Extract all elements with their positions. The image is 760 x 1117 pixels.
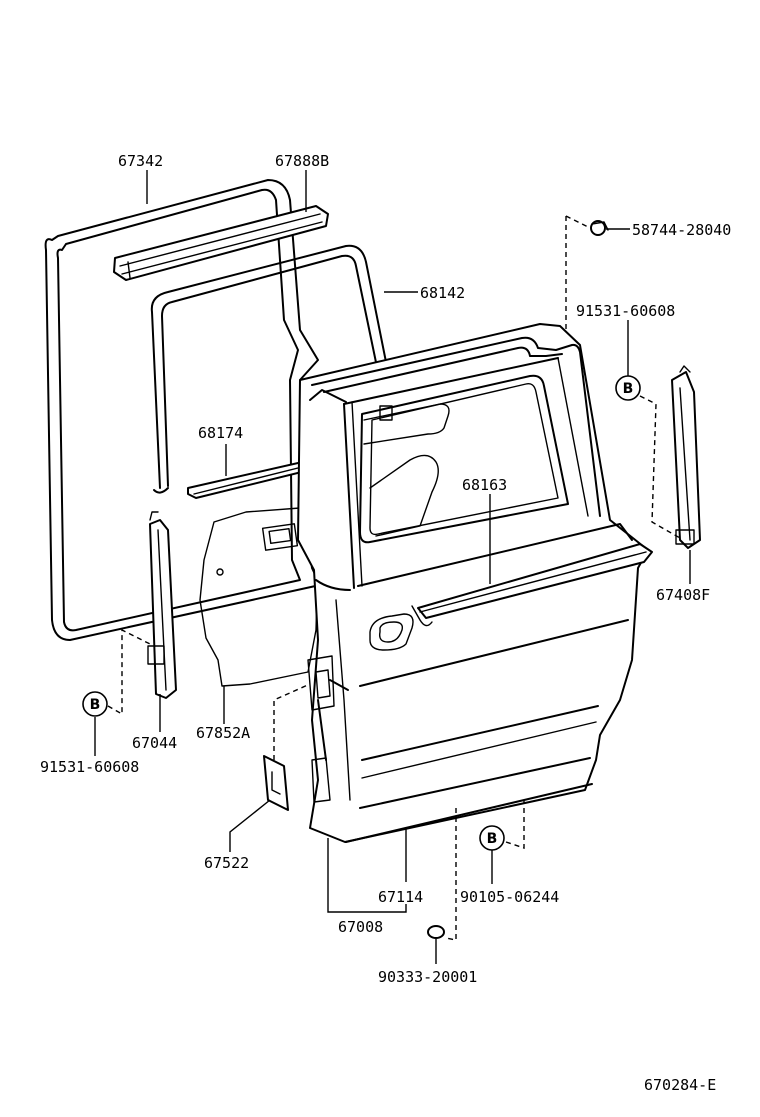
label-67522: 67522 xyxy=(204,854,249,872)
callout-b-left: B xyxy=(82,691,108,717)
svg-text:B: B xyxy=(623,381,634,397)
label-67888b: 67888B xyxy=(275,152,329,170)
label-91531-60608-bottom: 91531-60608 xyxy=(40,758,139,776)
label-67852a: 67852A xyxy=(196,724,250,742)
label-68163: 68163 xyxy=(462,476,507,494)
division-bar-67044 xyxy=(147,511,177,699)
plug-90333-20001 xyxy=(427,925,445,939)
division-bar-67408f xyxy=(671,365,701,549)
svg-text:B: B xyxy=(90,697,101,713)
label-67114: 67114 xyxy=(378,888,423,906)
label-68174: 68174 xyxy=(198,424,243,442)
label-67008: 67008 xyxy=(338,918,383,936)
run-channel-67888b xyxy=(113,205,329,281)
hinge-cover-67522 xyxy=(263,755,289,811)
label-67342: 67342 xyxy=(118,152,163,170)
glass-run-68142 xyxy=(150,244,389,494)
label-58744-28040: 58744-28040 xyxy=(632,221,731,239)
weatherstrip-67342 xyxy=(44,179,321,641)
label-67408f: 67408F xyxy=(656,586,710,604)
figure-code: 670284-E xyxy=(644,1076,716,1094)
label-90105-06244: 90105-06244 xyxy=(460,888,559,906)
label-91531-60608-top: 91531-60608 xyxy=(576,302,675,320)
svg-text:B: B xyxy=(487,831,498,847)
door-panel-67008 xyxy=(297,323,653,843)
label-67044: 67044 xyxy=(132,734,177,752)
callout-b-bottom: B xyxy=(479,825,505,851)
callout-b-top: B xyxy=(615,375,641,401)
leader-lines xyxy=(94,170,691,964)
label-68142: 68142 xyxy=(420,284,465,302)
clip-58744-28040 xyxy=(590,220,606,236)
label-90333-20001: 90333-20001 xyxy=(378,968,477,986)
